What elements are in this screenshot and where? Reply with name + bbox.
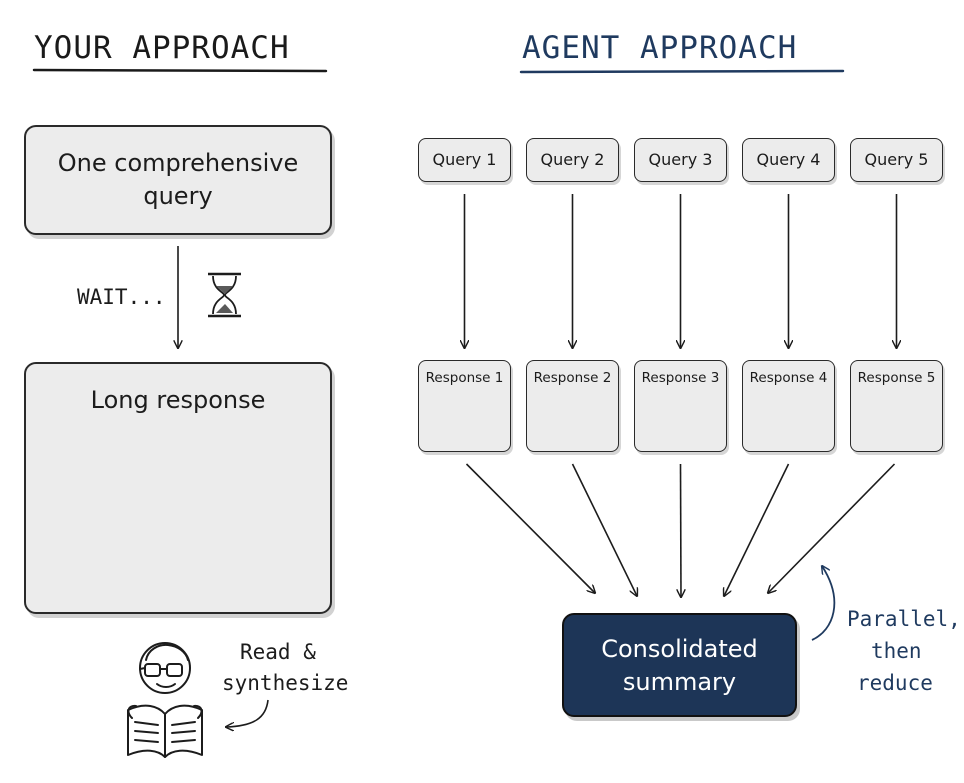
left-title: YOUR APPROACH: [34, 30, 290, 66]
comprehensive-query-box: One comprehensive query: [24, 125, 332, 235]
note-to-summary-arrow: [811, 566, 836, 641]
response-to-summary-arrow-5: [768, 463, 896, 593]
response-label-3: Response 3: [641, 370, 720, 386]
consolidated-summary-box: Consolidated summary: [562, 613, 797, 717]
right-title: AGENT APPROACH: [522, 30, 798, 66]
query-label-3: Query 3: [648, 150, 713, 169]
response-label-5: Response 5: [857, 370, 936, 386]
query-box-5: Query 5: [850, 138, 943, 182]
left-title-underline: [32, 68, 328, 73]
response-box-1: Response 1: [418, 360, 511, 452]
query-box-line-1: One comprehensive: [57, 149, 299, 177]
summary-line-1: Consolidated: [601, 635, 758, 663]
summary-line-2: summary: [622, 668, 737, 696]
long-response-title: Long response: [90, 386, 266, 414]
query-box-4: Query 4: [742, 138, 835, 182]
query-label-2: Query 2: [540, 150, 605, 169]
response-box-5: Response 5: [850, 360, 943, 452]
read-note-line-1: Read &: [240, 640, 316, 664]
response-to-summary-arrow-2: [571, 463, 638, 596]
right-title-underline: [519, 69, 845, 74]
read-note-line-2: synthesize: [222, 671, 349, 695]
parallel-note-line-2: then: [871, 639, 922, 663]
response-to-summary-arrow-3: [681, 463, 682, 597]
query-label-5: Query 5: [864, 150, 929, 169]
response-label-2: Response 2: [533, 370, 612, 386]
parallel-note-line-1: Parallel,: [847, 607, 961, 631]
response-box-2: Response 2: [526, 360, 619, 452]
hourglass-icon: [208, 272, 241, 318]
wait-label: WAIT...: [77, 285, 166, 309]
query-box-2: Query 2: [526, 138, 619, 182]
query-box-3: Query 3: [634, 138, 727, 182]
parallel-note-line-3: reduce: [857, 671, 933, 695]
query-box-line-2: query: [143, 182, 213, 210]
reader-person-icon: [127, 642, 203, 758]
response-box-3: Response 3: [634, 360, 727, 452]
response-to-summary-arrow-1: [465, 463, 596, 593]
response-label-1: Response 1: [425, 370, 504, 386]
query-label-4: Query 4: [756, 150, 821, 169]
note-to-reader-arrow: [226, 699, 269, 727]
response-to-summary-arrow-4: [724, 463, 790, 596]
long-response-box: Long response: [24, 362, 332, 614]
response-box-4: Response 4: [742, 360, 835, 452]
response-label-4: Response 4: [749, 370, 828, 386]
query-box-1: Query 1: [418, 138, 511, 182]
query-label-1: Query 1: [432, 150, 497, 169]
